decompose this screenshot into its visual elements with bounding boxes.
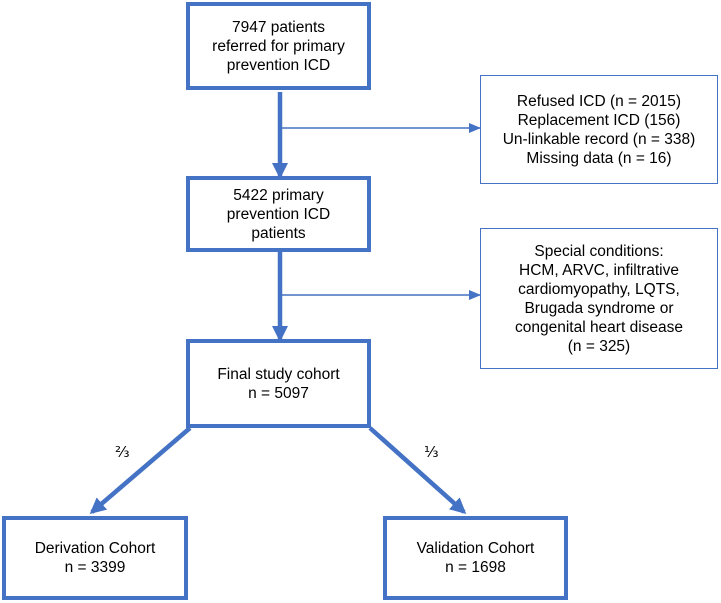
box-exclusions-1: Refused ICD (n = 2015) Replacement ICD (… — [480, 75, 718, 184]
box-line: patients — [251, 224, 306, 242]
box-line: 7947 patients — [231, 18, 326, 36]
box-line: HCM, ARVC, infiltrative — [519, 261, 679, 279]
box-line: (n = 325) — [567, 337, 631, 355]
validation-fraction-label: ⅓ — [424, 443, 439, 461]
box-line: Final study cohort — [217, 365, 340, 383]
box-validation-cohort: Validation Cohort n = 1698 — [383, 516, 568, 600]
box-line: Refused ICD (n = 2015) — [516, 92, 682, 110]
box-final-cohort: Final study cohort n = 5097 — [186, 339, 371, 428]
arrow-final-to-derivation — [89, 426, 192, 514]
box-line: n = 3399 — [64, 559, 126, 576]
box-derivation-cohort: Derivation Cohort n = 3399 — [2, 516, 188, 600]
box-line: n = 1698 — [445, 559, 506, 576]
box-exclusions-2: Special conditions: HCM, ARVC, infiltrat… — [480, 228, 718, 369]
box-primary-prevention: 5422 primary prevention ICD patients — [186, 176, 371, 252]
box-line: prevention ICD — [226, 56, 331, 74]
box-line: Special conditions: — [534, 242, 664, 260]
box-line: Derivation Cohort — [34, 540, 156, 557]
box-line: Missing data (n = 16) — [526, 149, 672, 167]
derivation-fraction-label: ⅔ — [115, 443, 130, 461]
box-referred-patients: 7947 patients referred for primary preve… — [186, 2, 371, 90]
box-line: n = 5097 — [248, 384, 309, 402]
box-line: Un-linkable record (n = 338) — [502, 130, 696, 148]
box-line: referred for primary — [212, 37, 345, 55]
box-line: Validation Cohort — [416, 540, 535, 557]
box-line: Brugada syndrome or — [524, 299, 674, 317]
box-line: congenital heart disease — [514, 318, 684, 336]
arrow-final-to-validation — [368, 426, 467, 514]
box-line: cardiomyopathy, LQTS, — [518, 280, 680, 298]
box-line: prevention ICD — [226, 205, 331, 223]
box-line: Replacement ICD (156) — [517, 111, 681, 129]
box-line: 5422 primary — [233, 186, 324, 204]
